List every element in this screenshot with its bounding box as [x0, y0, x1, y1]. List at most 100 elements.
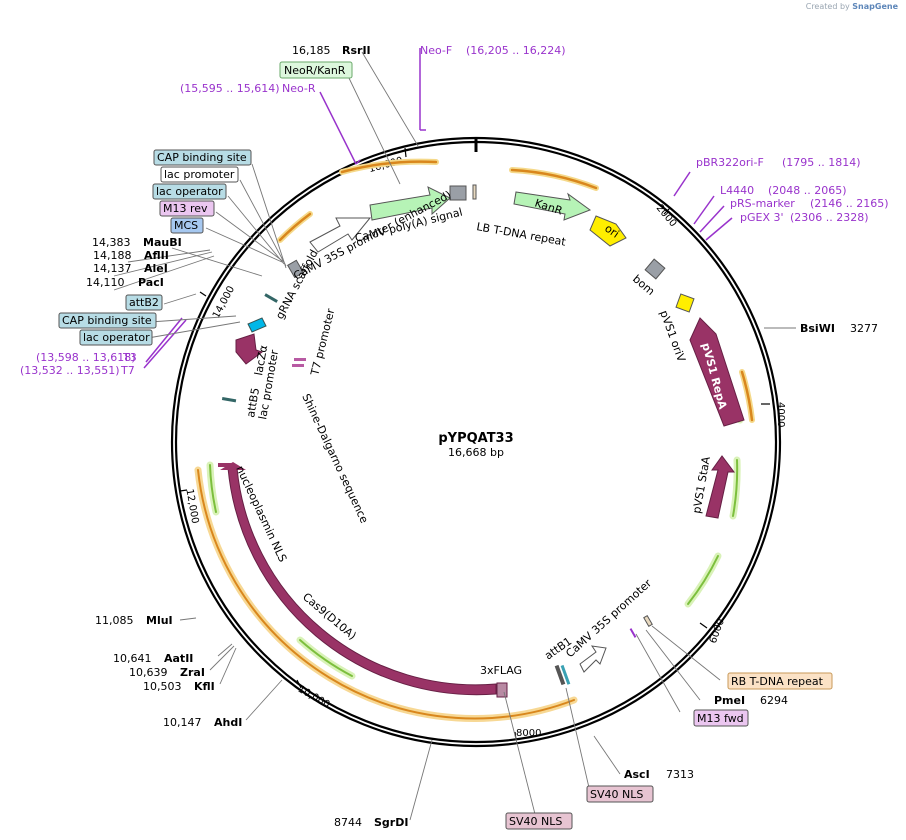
feat-camv-35s-enh: CaMV 35S promoter (enhanced) [291, 188, 453, 282]
primer-name: L4440 [720, 184, 754, 197]
site-name: PmeI [714, 694, 745, 707]
feat-grna: gRNA scaffold [273, 248, 321, 322]
leader-lines [113, 51, 796, 821]
primer-name: pBR322ori-F [696, 156, 764, 169]
lacz-alpha-feature [235, 333, 264, 365]
primer-range: (2048 .. 2065) [768, 184, 847, 197]
rb-tdna-feature [643, 614, 653, 628]
bom-feature [644, 258, 666, 280]
box-label-neokan: NeoR/KanR [284, 64, 346, 77]
box-label-m13rev: M13 rev [163, 202, 208, 215]
boxed-labels: NeoR/KanR CAP binding site lac promoter … [58, 61, 833, 830]
box-label-cap2: CAP binding site [62, 314, 152, 327]
snapgene-watermark: Created by SnapGene [806, 2, 898, 11]
pvs1-repa-feature [689, 317, 745, 427]
primer-name: T7 [120, 364, 135, 377]
lb-tdna-feature [472, 184, 477, 200]
camv-35s-feature [579, 645, 607, 673]
watermark-prefix: Created by [805, 2, 850, 11]
site-name: MauBI [143, 236, 182, 249]
primer-name: pGEX 3' [740, 211, 784, 224]
primer-range: (2146 .. 2165) [810, 197, 889, 210]
watermark-brand: SnapGene [852, 2, 898, 11]
site-pos: 14,188 [93, 249, 132, 262]
box-label-attb2: attB2 [129, 296, 159, 309]
primer-range: (13,532 .. 13,551) [20, 364, 120, 377]
flag-block [496, 682, 508, 698]
primer-range: (15,595 .. 15,614) [180, 82, 280, 95]
site-name: AhdI [214, 716, 242, 729]
box-label-rb: RB T-DNA repeat [731, 675, 824, 688]
box-label-lacop1: lac operator [156, 185, 223, 198]
feat-camv-35s: CaMV 35S promoter [563, 576, 654, 660]
box-label-m13fwd: M13 fwd [697, 712, 744, 725]
camv-polya-feature [369, 186, 451, 221]
tick-label: 6000 [708, 617, 727, 645]
primer-labels: Neo-F (16,205 .. 16,224) (15,595 .. 15,6… [20, 44, 889, 377]
cas9-feature [227, 467, 497, 696]
site-name: RsrII [342, 44, 371, 57]
site-name: SgrDI [374, 816, 408, 829]
site-pos: 10,147 [163, 716, 202, 729]
feat-lacz: lacZα [252, 344, 270, 376]
feat-flag: 3xFLAG [480, 664, 522, 677]
tick-label: 4000 [775, 402, 786, 427]
misc-small-features [218, 259, 306, 467]
orf-arcs [194, 158, 755, 722]
kanr-feature [513, 191, 592, 221]
plasmid-length: 16,668 bp [448, 446, 504, 459]
site-pos: 8744 [334, 816, 362, 829]
attb1-feature [554, 664, 571, 686]
misc-gray-box [449, 185, 467, 201]
site-pos: 14,137 [93, 262, 132, 275]
primer-name: T3 [122, 351, 137, 364]
site-name: ZraI [180, 666, 205, 679]
primer-range: (1795 .. 1814) [782, 156, 861, 169]
pvs1-staa-feature [705, 455, 735, 519]
ori-feature [589, 215, 627, 247]
primer-range: (16,205 .. 16,224) [466, 44, 566, 57]
primer-range: (2306 .. 2328) [790, 211, 869, 224]
feat-t7: T7 promoter [308, 307, 337, 378]
green-arcs [206, 346, 744, 680]
box-label-mcs: MCS [174, 219, 198, 232]
site-name: KflI [194, 680, 215, 693]
box-label-lacop2: lac operator [83, 331, 150, 344]
plasmid-name: pYPQAT33 [438, 431, 513, 446]
site-pos: 14,110 [86, 276, 125, 289]
primer-marks [143, 48, 733, 369]
site-pos: 7313 [666, 768, 694, 781]
site-name: AleI [144, 262, 168, 275]
primer-range: (13,598 .. 13,618) [36, 351, 136, 364]
primer-name: pRS-marker [730, 197, 795, 210]
site-pos: 14,383 [92, 236, 131, 249]
site-name: PacI [138, 276, 164, 289]
primer-name: Neo-F [420, 44, 452, 57]
site-pos: 3277 [850, 322, 878, 335]
site-pos: 6294 [760, 694, 788, 707]
backbone [170, 136, 782, 748]
box-label-cap1: CAP binding site [157, 151, 247, 164]
box-label-sv40-a: SV40 NLS [590, 788, 643, 801]
m13-fwd-feature [629, 628, 637, 638]
site-name: AscI [624, 768, 650, 781]
feat-lb-tdna: LB T-DNA repeat [475, 220, 567, 249]
enzyme-sites: 16,185 RsrII BsiWI 3277 PmeI 6294 AscI 7… [86, 44, 878, 829]
box-label-sv40-b: SV40 NLS [509, 815, 562, 828]
camv-35s-enhanced-feature [309, 217, 372, 253]
feat-attb5: attB5 [244, 387, 262, 419]
site-name: MluI [146, 614, 173, 627]
pvs1-oriv-feature [675, 293, 695, 313]
tick-label: 14,000 [211, 284, 237, 320]
box-label-lacpro: lac promoter [164, 168, 235, 181]
tick-label: 8000 [516, 728, 541, 739]
feat-shine: Shine-Dalgarno sequence [299, 392, 371, 526]
site-pos: 11,085 [95, 614, 134, 627]
site-name: AatII [164, 652, 193, 665]
lac-operator-feature [247, 317, 267, 333]
site-name: BsiWI [800, 322, 835, 335]
site-name: AflII [144, 249, 169, 262]
site-pos: 16,185 [292, 44, 331, 57]
site-pos: 10,639 [129, 666, 168, 679]
